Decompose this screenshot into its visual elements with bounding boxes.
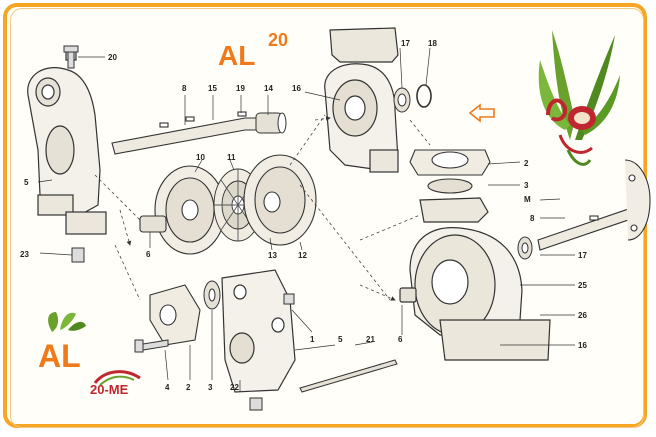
motor-shaft-m <box>537 159 651 251</box>
label-23: 23 <box>20 250 29 259</box>
nut-22 <box>249 397 263 411</box>
label-13: 13 <box>268 251 277 260</box>
label-8-right: 8 <box>530 214 535 223</box>
front-cover-plate <box>221 269 296 393</box>
al-logo-swoosh-icon <box>93 370 141 386</box>
label-3-right: 3 <box>524 181 529 190</box>
assembly-lines <box>94 114 431 301</box>
label-2-bottom: 2 <box>186 383 191 392</box>
label-20: 20 <box>108 53 117 62</box>
impeller-disc-10 <box>139 165 226 255</box>
seal-right <box>517 236 533 260</box>
nut-1 <box>283 293 295 305</box>
flower-logo-icon <box>538 30 620 166</box>
rod-21 <box>299 359 398 393</box>
left-pump-housing <box>27 47 107 235</box>
label-19: 19 <box>236 84 245 93</box>
label-17-top: 17 <box>401 39 410 48</box>
upper-housing-16 <box>324 27 399 173</box>
leader-lines <box>37 47 575 392</box>
label-26: 26 <box>578 311 587 320</box>
seal-17-18 <box>393 84 432 113</box>
label-21: 21 <box>366 335 375 344</box>
label-6-left: 6 <box>146 250 151 259</box>
bolt-4 <box>134 339 169 353</box>
label-4: 4 <box>165 383 170 392</box>
arrow-left-icon <box>468 103 495 123</box>
gasket-3 <box>203 280 221 310</box>
right-pump-body <box>399 197 551 361</box>
part-labels: 20 8 15 19 14 16 17 18 10 11 5 2 3 M 8 6… <box>20 39 587 392</box>
label-1: 1 <box>310 335 315 344</box>
nut-23 <box>71 247 85 263</box>
label-2-right: 2 <box>524 159 529 168</box>
label-3-bottom: 3 <box>208 383 213 392</box>
label-8: 8 <box>182 84 187 93</box>
label-12: 12 <box>298 251 307 260</box>
title-al: AL <box>218 40 256 71</box>
label-16-bottom: 16 <box>578 341 587 350</box>
logo-subtext: 20-ME <box>90 382 129 397</box>
label-17-right: 17 <box>578 251 587 260</box>
label-10: 10 <box>196 153 205 162</box>
flange-2 <box>409 149 491 194</box>
label-5-bottom: 5 <box>338 335 343 344</box>
label-18: 18 <box>428 39 437 48</box>
label-11: 11 <box>227 153 236 162</box>
label-5-left: 5 <box>24 178 29 187</box>
small-flange-2 <box>149 284 201 346</box>
label-6-bottom: 6 <box>398 335 403 344</box>
logo-al: AL <box>38 338 81 374</box>
bolt-20 <box>63 45 79 69</box>
label-m: M <box>524 195 531 204</box>
label-22: 22 <box>230 383 239 392</box>
label-15: 15 <box>208 84 217 93</box>
label-25: 25 <box>578 281 587 290</box>
title-superscript: 20 <box>268 30 289 50</box>
impeller-disc-12 <box>243 154 317 246</box>
label-16-top: 16 <box>292 84 301 93</box>
bushing-14 <box>255 112 287 134</box>
al-logo-leaves-icon <box>48 312 86 332</box>
label-14: 14 <box>264 84 273 93</box>
